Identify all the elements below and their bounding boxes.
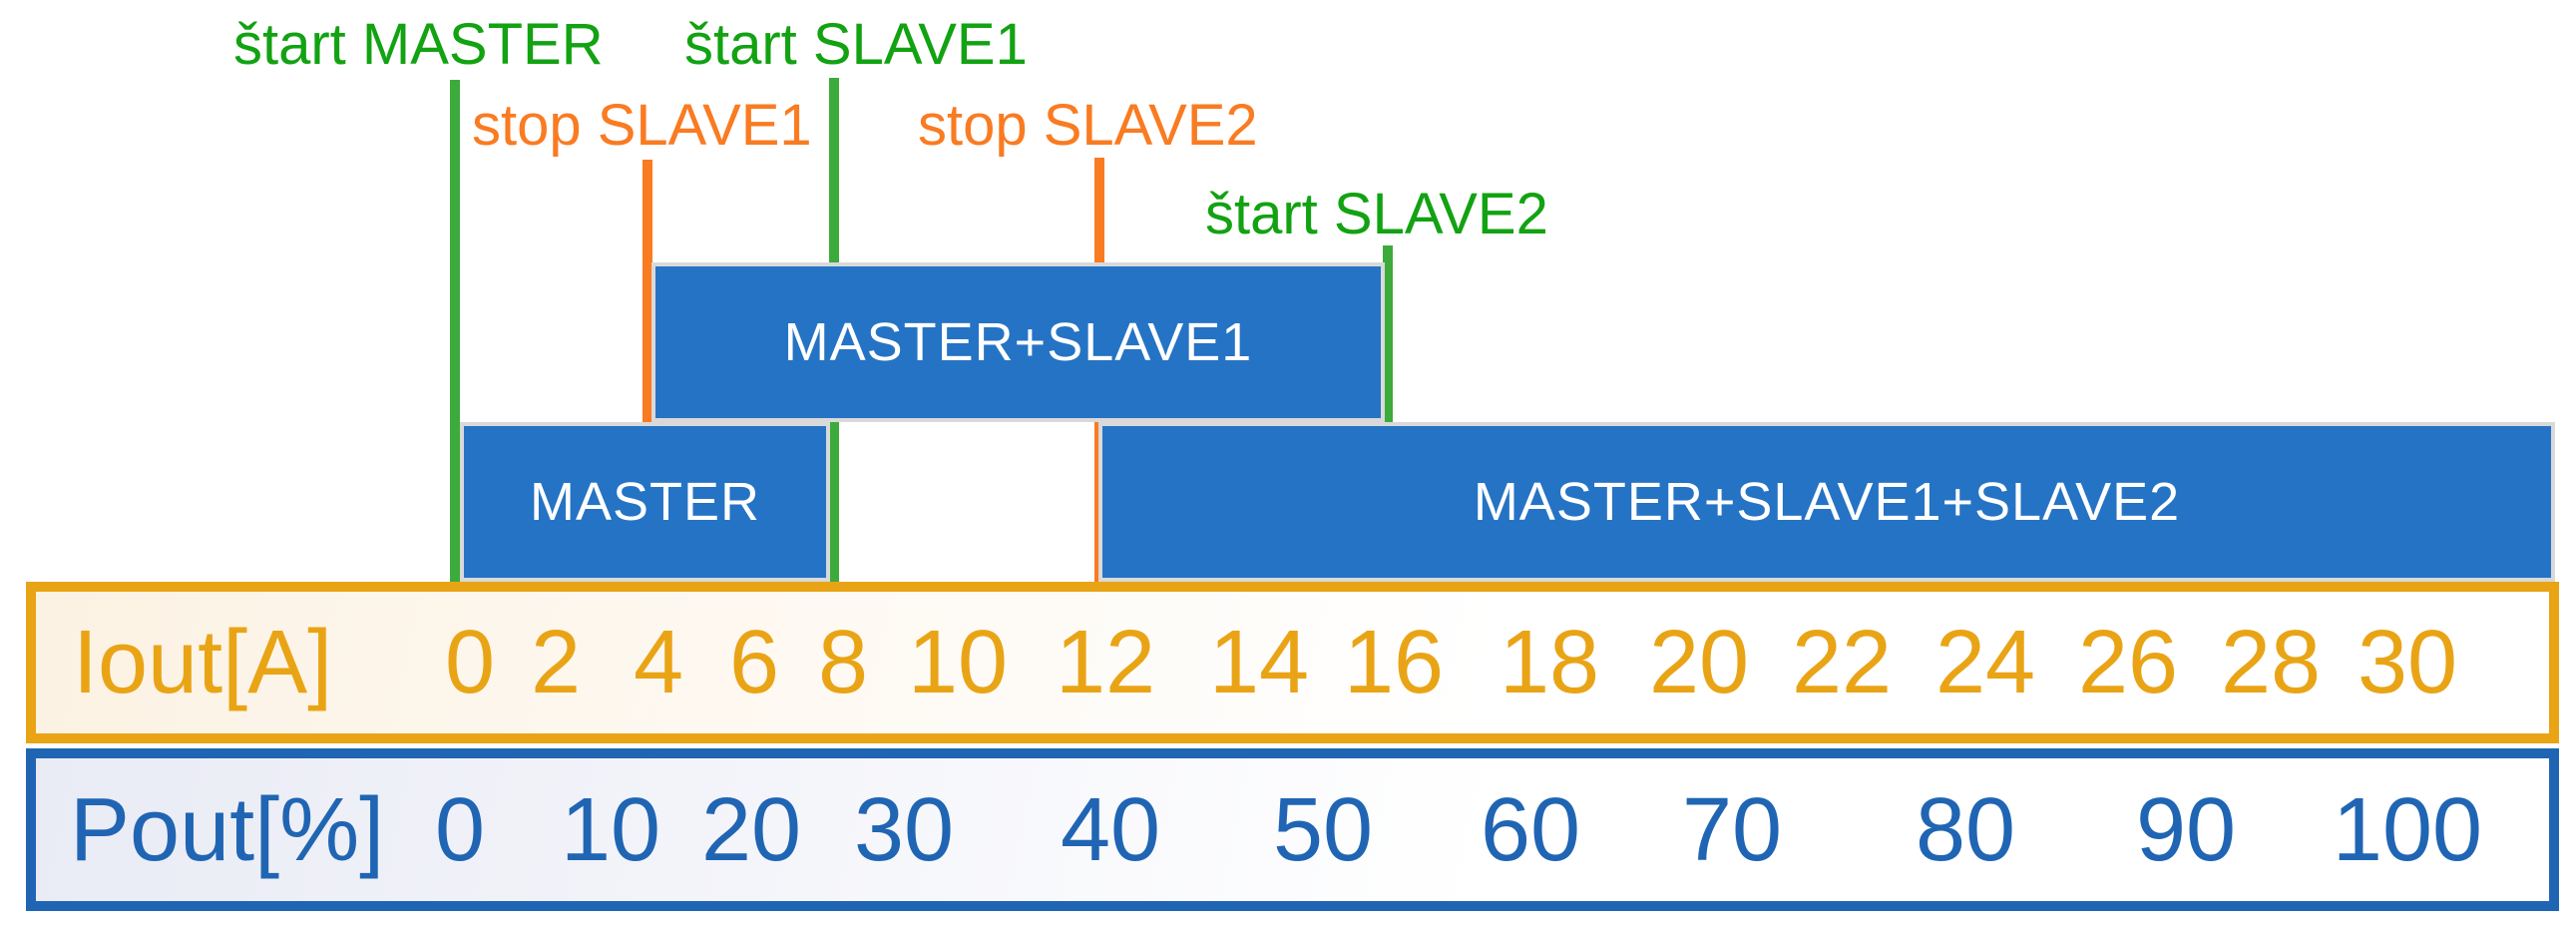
start-slave2-label: štart SLAVE2: [1205, 182, 1548, 246]
iout-tick-18: 18: [1499, 613, 1600, 712]
pout-axis-box: Pout[%] 0 10 20 30 40 50 60 70 80 90 100: [26, 748, 2559, 911]
pout-tick-90: 90: [2135, 779, 2237, 880]
pout-tick-10: 10: [560, 779, 661, 880]
start-slave2-threshold-line: [1383, 245, 1393, 589]
pout-tick-60: 60: [1480, 779, 1581, 880]
start-master-threshold-line: [450, 80, 460, 589]
iout-tick-12: 12: [1055, 613, 1156, 712]
start-slave1-label: štart SLAVE1: [684, 12, 1028, 77]
iout-tick-0: 0: [444, 613, 496, 712]
bar-master-slave1-label: MASTER+SLAVE1: [783, 312, 1253, 372]
iout-tick-14: 14: [1208, 613, 1310, 712]
pout-tick-70: 70: [1681, 779, 1783, 880]
iout-tick-16: 16: [1343, 613, 1445, 712]
stop-slave2-label: stop SLAVE2: [918, 93, 1258, 158]
stop-slave1-label: stop SLAVE1: [472, 93, 812, 158]
bar-master-slave1-slave2-label: MASTER+SLAVE1+SLAVE2: [1473, 472, 2181, 532]
iout-tick-2: 2: [530, 613, 582, 712]
iout-tick-22: 22: [1791, 613, 1893, 712]
bar-master-slave1-slave2: MASTER+SLAVE1+SLAVE2: [1098, 422, 2555, 582]
iout-tick-24: 24: [1934, 613, 2036, 712]
bar-master: MASTER: [460, 422, 830, 582]
iout-tick-30: 30: [2357, 613, 2458, 712]
pout-tick-30: 30: [853, 779, 955, 880]
iout-tick-4: 4: [633, 613, 684, 712]
bar-master-label: MASTER: [529, 472, 761, 532]
start-master-label: štart MASTER: [233, 12, 604, 77]
iout-tick-20: 20: [1648, 613, 1750, 712]
pout-tick-100: 100: [2332, 779, 2483, 880]
pout-tick-80: 80: [1915, 779, 2016, 880]
pout-axis-ticks: 0 10 20 30 40 50 60 70 80 90 100: [36, 758, 2549, 901]
pout-tick-50: 50: [1272, 779, 1374, 880]
pout-tick-40: 40: [1060, 779, 1161, 880]
pout-axis-caption: Pout[%]: [70, 779, 385, 880]
bar-master-slave1: MASTER+SLAVE1: [651, 262, 1385, 422]
iout-tick-10: 10: [907, 613, 1009, 712]
stop-slave1-threshold-line: [643, 160, 652, 589]
pout-tick-20: 20: [700, 779, 802, 880]
iout-tick-28: 28: [2220, 613, 2322, 712]
iout-tick-26: 26: [2077, 613, 2179, 712]
iout-tick-6: 6: [728, 613, 780, 712]
iout-axis-caption: Iout[A]: [73, 613, 333, 712]
pout-tick-0: 0: [434, 779, 486, 880]
iout-tick-8: 8: [817, 613, 869, 712]
